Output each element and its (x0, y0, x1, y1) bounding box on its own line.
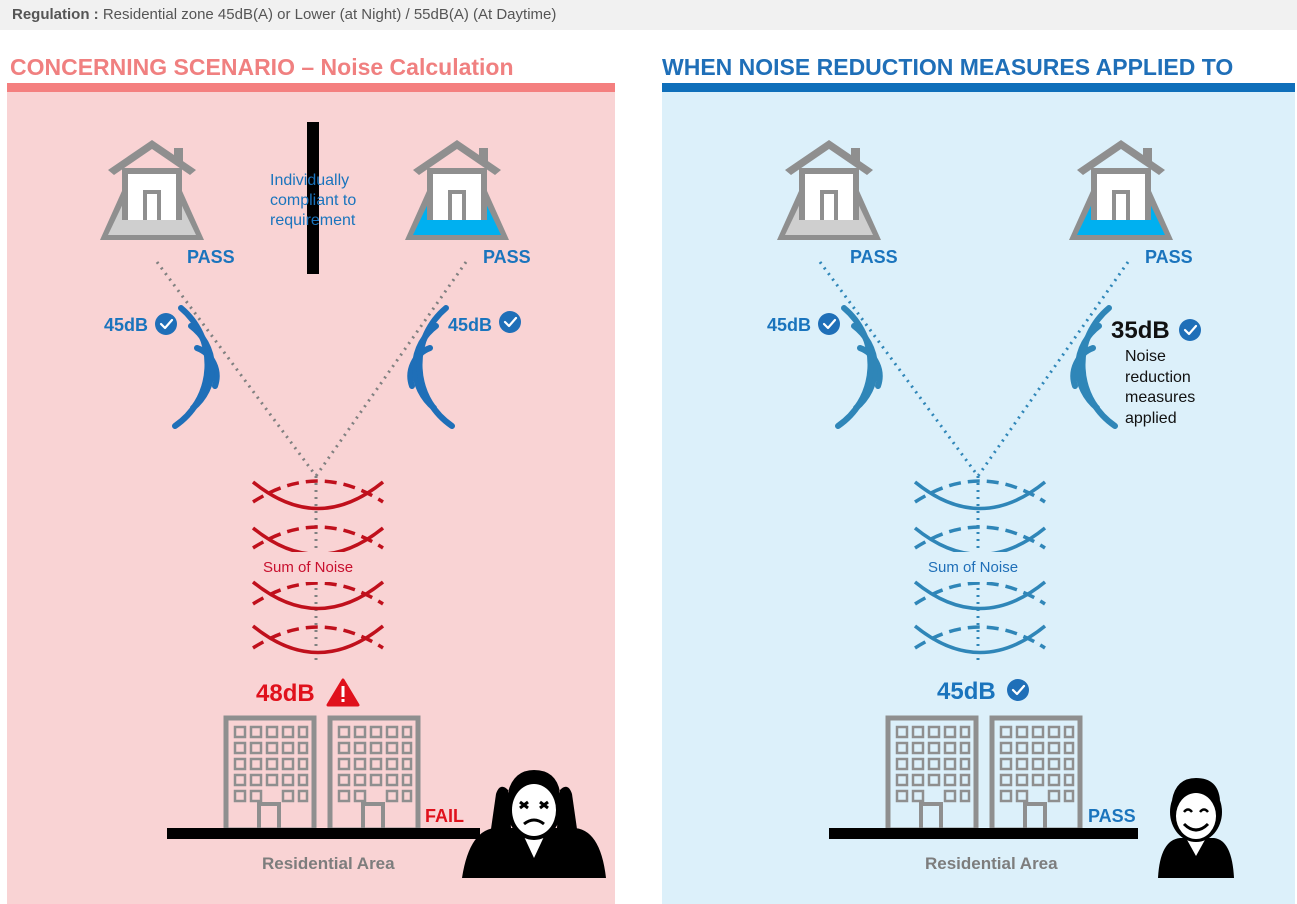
right-source-b-note: Noise reduction measures applied (1125, 348, 1196, 427)
right-sum-wave-icon (913, 479, 1047, 655)
left-house-a-icon (100, 140, 204, 240)
right-sum-label-bg (922, 552, 1038, 582)
left-panel-title: CONCERNING SCENARIO – Noise Calculation (10, 54, 514, 80)
right-source-a-status: PASS (850, 247, 898, 267)
right-source-a-level: 45dB (767, 315, 812, 335)
left-wave-b-icon (410, 308, 452, 426)
right-check-a-icon (816, 311, 842, 337)
left-check-a-icon (153, 311, 179, 337)
right-wave-a-icon (838, 308, 880, 426)
left-sum-label: Sum of Noise (263, 559, 354, 576)
left-check-b-icon (497, 309, 523, 335)
right-building-a-icon (888, 718, 976, 830)
happy-person-icon (1158, 778, 1234, 878)
left-sum-label-bg (258, 552, 374, 582)
left-wave-a-icon (175, 308, 217, 426)
left-house-b-icon (405, 140, 509, 240)
left-ground-line (167, 828, 480, 839)
right-source-b-level: 35dB (1111, 317, 1170, 344)
right-propagation-lines (818, 261, 1130, 665)
left-result-status: FAIL (425, 806, 464, 826)
regulation-label: Regulation : (12, 6, 99, 23)
warning-icon (326, 678, 360, 707)
regulation-text: Residential zone 45dB(A) or Lower (at Ni… (102, 6, 557, 23)
right-house-a-icon (777, 140, 881, 240)
left-source-b-status: PASS (483, 247, 531, 267)
left-source-a-level: 45dB (104, 315, 149, 335)
right-check-b-icon (1177, 317, 1203, 343)
right-panel-title: WHEN NOISE REDUCTION MEASURES APPLIED TO (662, 54, 1234, 80)
right-house-b-icon (1069, 140, 1173, 240)
right-result-level: 45dB (937, 678, 996, 705)
regulation-bar: Regulation : Residential zone 45dB(A) or… (0, 0, 1297, 30)
left-result-level: 48dB (256, 680, 315, 707)
annoyed-person-icon (462, 770, 606, 878)
right-building-b-icon (992, 718, 1080, 830)
right-area-label: Residential Area (925, 854, 1058, 873)
left-building-a-icon (226, 718, 314, 830)
right-result-check-icon (1005, 677, 1031, 703)
left-title-rule (7, 83, 615, 92)
right-title-rule (662, 83, 1295, 92)
left-area-label: Residential Area (262, 854, 395, 873)
left-separator-bar (307, 122, 319, 274)
left-source-b-level: 45dB (448, 315, 493, 335)
left-source-a-status: PASS (187, 247, 235, 267)
left-sum-wave-icon (251, 479, 385, 655)
left-propagation-lines (155, 261, 468, 665)
left-compliance-note: Individually compliant to requirement (270, 172, 357, 229)
right-sum-label: Sum of Noise (928, 559, 1019, 576)
right-wave-b-icon (1073, 308, 1115, 426)
right-ground-line (829, 828, 1138, 839)
left-building-b-icon (330, 718, 418, 830)
right-result-status: PASS (1088, 806, 1136, 826)
right-source-b-status: PASS (1145, 247, 1193, 267)
